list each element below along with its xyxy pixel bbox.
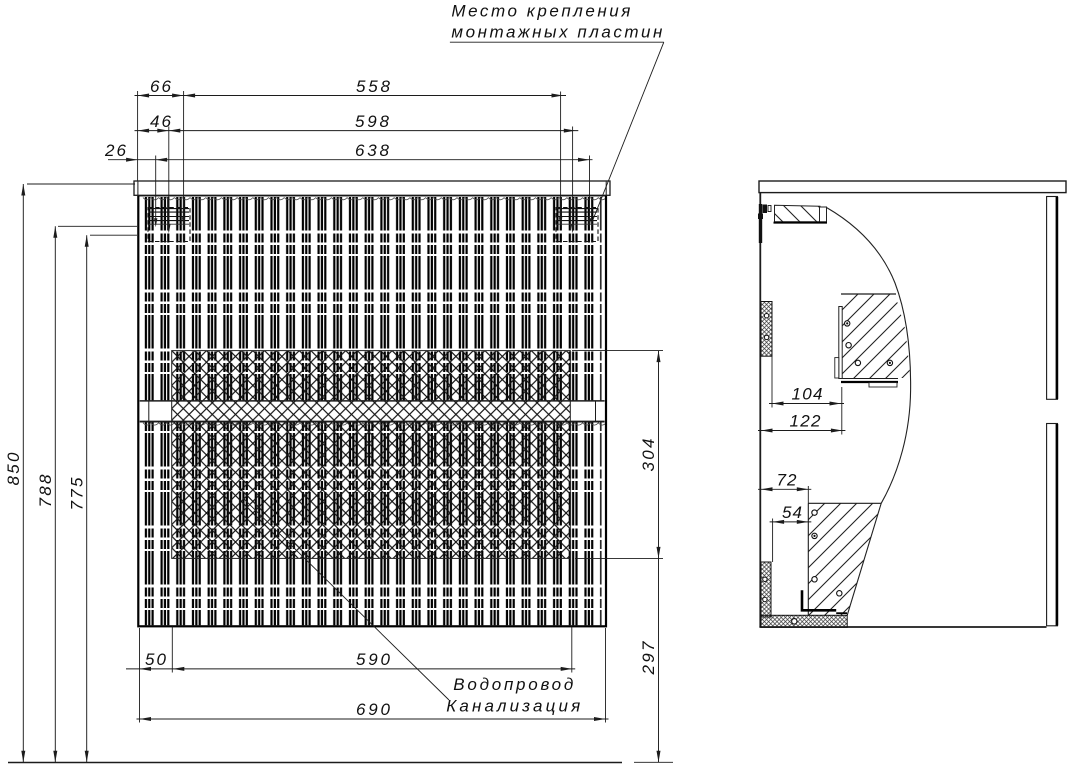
svg-text:788: 788: [36, 474, 55, 508]
svg-text:122: 122: [790, 412, 822, 431]
svg-text:590: 590: [356, 650, 391, 669]
svg-text:690: 690: [356, 700, 391, 719]
svg-text:850: 850: [4, 452, 23, 486]
svg-text:46: 46: [150, 112, 172, 131]
svg-text:297: 297: [639, 641, 658, 676]
svg-text:104: 104: [792, 385, 823, 404]
svg-text:558: 558: [356, 77, 391, 96]
svg-text:Место крепления: Место крепления: [451, 2, 630, 21]
svg-text:72: 72: [777, 470, 798, 489]
svg-text:54: 54: [782, 503, 802, 522]
svg-text:Канализация: Канализация: [446, 697, 580, 716]
svg-text:Водопровод: Водопровод: [453, 675, 573, 694]
svg-text:638: 638: [355, 141, 390, 160]
svg-text:775: 775: [67, 477, 86, 511]
svg-text:66: 66: [150, 77, 172, 96]
svg-text:304: 304: [639, 439, 658, 472]
svg-text:598: 598: [355, 112, 390, 131]
svg-text:50: 50: [145, 650, 167, 669]
